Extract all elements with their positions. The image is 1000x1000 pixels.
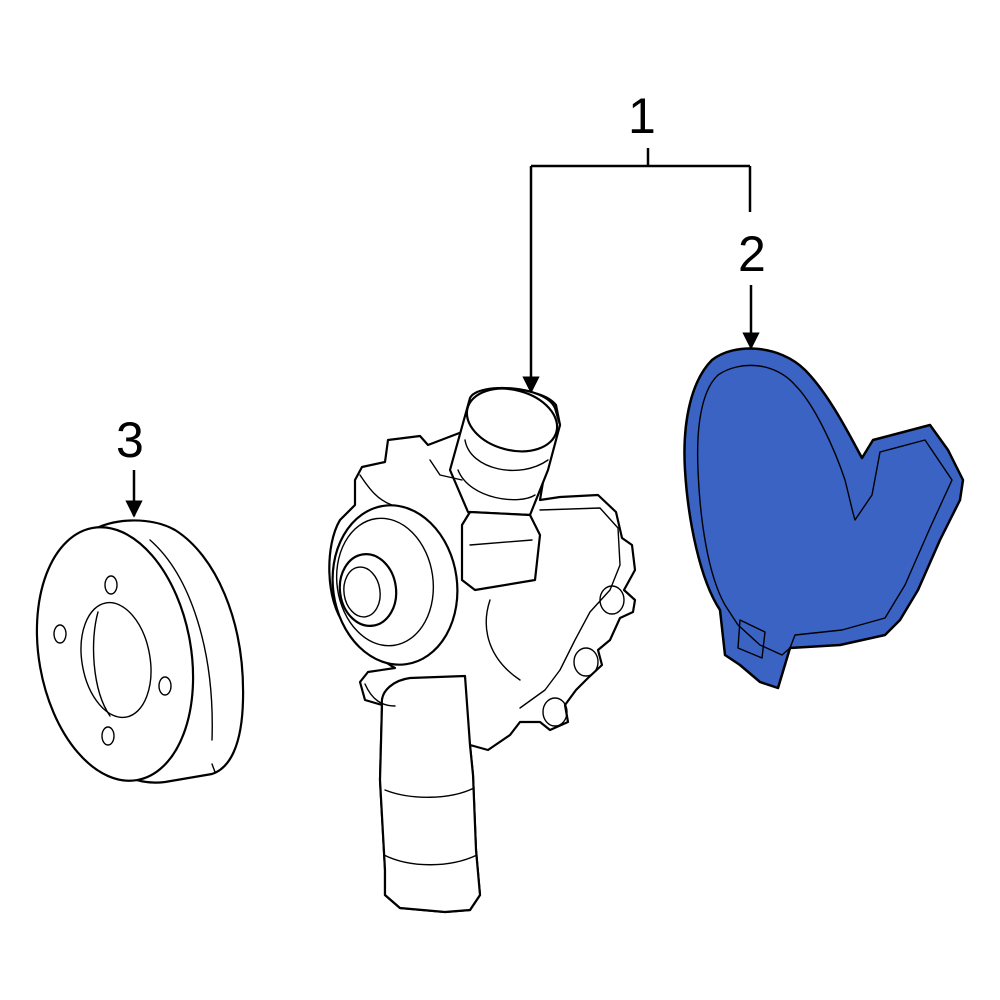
gasket-part [683, 347, 965, 690]
pulley-part [35, 519, 245, 784]
leader-1 [522, 148, 752, 394]
gasket-fill [683, 347, 965, 690]
callout-label-2: 2 [738, 226, 766, 282]
water-pump-part [328, 386, 637, 914]
callout-label-3: 3 [116, 412, 144, 468]
callout-label-1: 1 [628, 88, 656, 144]
